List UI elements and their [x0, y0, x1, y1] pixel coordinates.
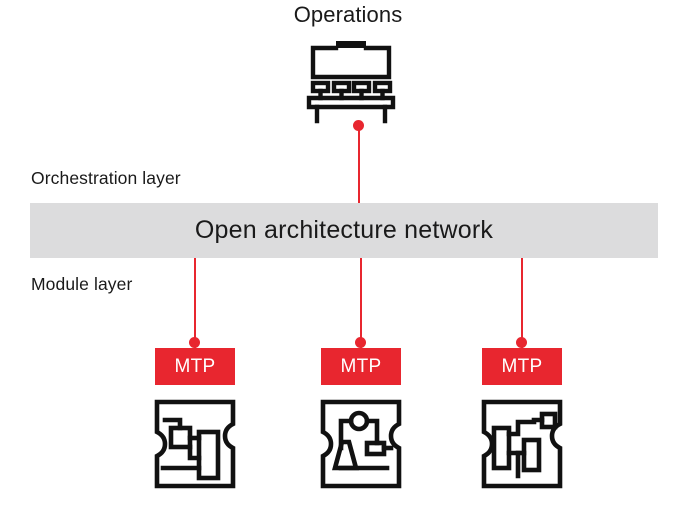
- mtp-badge-3: MTP: [482, 348, 562, 385]
- connector-network-to-module-3: [521, 258, 523, 350]
- connector-dot-module-3: [516, 337, 527, 348]
- module-layer-label: Module layer: [31, 274, 133, 294]
- connector-dot-module-1: [189, 337, 200, 348]
- connector-operations-to-network: [358, 124, 360, 204]
- mtp-badge-label: MTP: [501, 355, 543, 377]
- mtp-badge-label: MTP: [174, 355, 216, 377]
- mtp-badge-label: MTP: [340, 355, 382, 377]
- mtp-badge-2: MTP: [321, 348, 401, 385]
- mtp-badge-1: MTP: [155, 348, 235, 385]
- process-module-icon-1: [149, 398, 241, 490]
- connector-dot-module-2: [355, 337, 366, 348]
- process-module-icon-3: [476, 398, 568, 490]
- process-module-icon-2: [315, 398, 407, 490]
- connector-network-to-module-1: [194, 258, 196, 350]
- control-room-workstation-icon: [306, 36, 396, 124]
- network-bar-label: Open architecture network: [194, 216, 494, 244]
- orchestration-layer-label: Orchestration layer: [31, 168, 181, 188]
- open-architecture-network-bar: Open architecture network: [30, 203, 658, 258]
- page-title: Operations: [293, 2, 403, 27]
- connector-network-to-module-2: [360, 258, 362, 350]
